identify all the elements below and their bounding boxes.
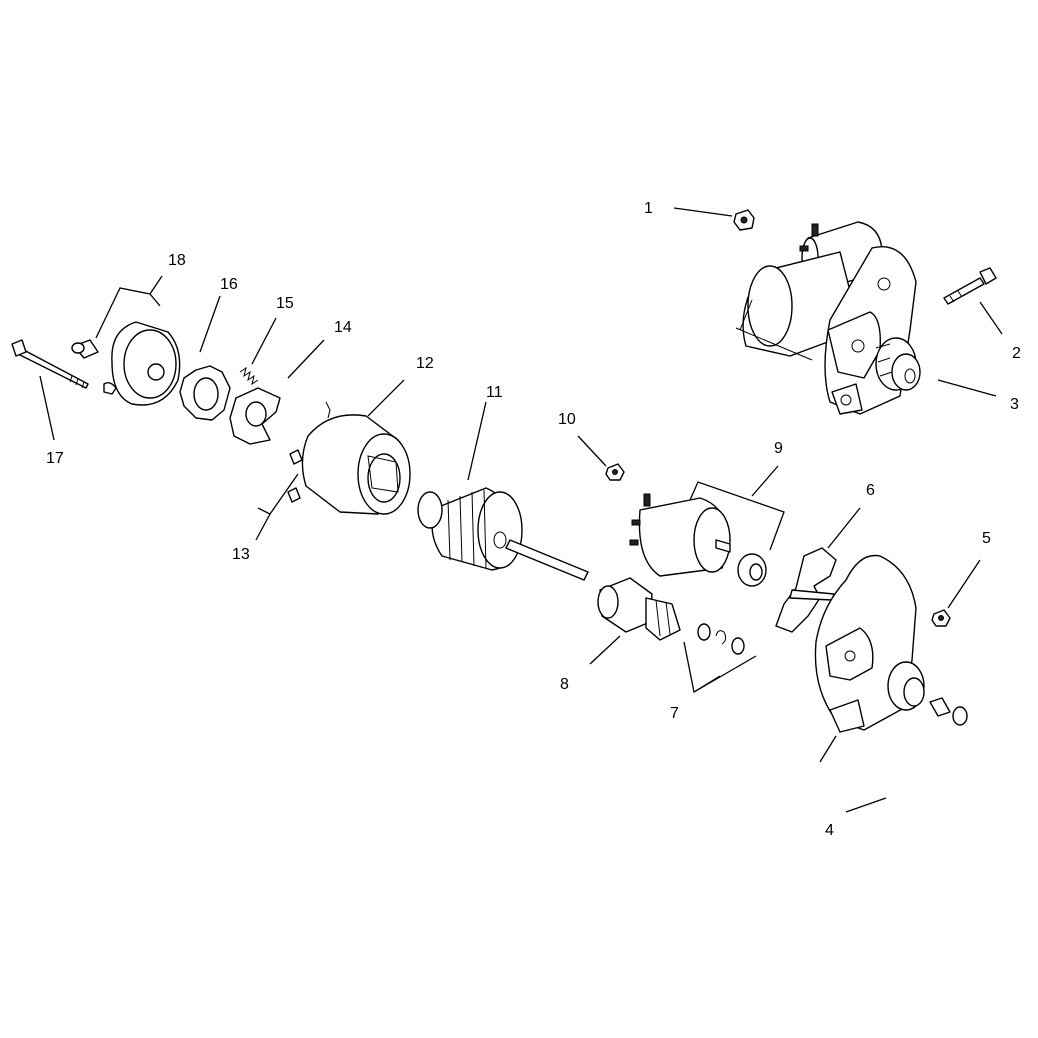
callout-14: 14 — [334, 319, 352, 336]
callout-15: 15 — [276, 295, 294, 312]
solenoid-part-9 — [629, 493, 767, 587]
armature-part-11 — [417, 487, 589, 581]
callout-6: 6 — [866, 482, 875, 499]
leader-6 — [827, 507, 861, 549]
callout-labels: 1 2 3 4 5 6 7 8 9 10 11 12 13 14 15 16 1… — [46, 200, 1021, 839]
callout-11: 11 — [486, 384, 503, 401]
plate-part-16 — [179, 365, 231, 421]
brushes-part-13 — [287, 401, 331, 503]
callout-18: 18 — [168, 252, 186, 269]
leader-15 — [251, 317, 277, 365]
leader-4-stem — [845, 797, 887, 813]
leader-18 — [95, 287, 161, 339]
leader-13-stem — [255, 513, 271, 541]
bolt-part-2 — [943, 267, 997, 305]
callout-17: 17 — [46, 450, 64, 467]
spring-part-15 — [239, 366, 259, 386]
callout-4: 4 — [825, 822, 834, 839]
leader-2 — [979, 301, 1003, 335]
leader-10 — [577, 435, 607, 467]
leader-14 — [287, 339, 325, 379]
rear-cover-part-18 — [71, 321, 181, 406]
leader-3 — [937, 379, 997, 397]
drive-pinion-part-8 — [597, 577, 681, 641]
callout-1: 1 — [644, 200, 653, 217]
callout-7: 7 — [670, 705, 679, 722]
leader-16 — [199, 295, 221, 353]
leader-17 — [39, 375, 55, 441]
leader-11 — [467, 401, 487, 481]
leader-5 — [947, 559, 981, 609]
callout-2: 2 — [1012, 345, 1021, 362]
leader-12 — [367, 379, 405, 417]
nut-part-10 — [605, 463, 625, 481]
callout-10: 10 — [558, 411, 576, 428]
nut-part-5 — [931, 609, 951, 627]
leader-8 — [589, 635, 621, 665]
callout-5: 5 — [982, 530, 991, 547]
leader-1 — [673, 207, 733, 217]
callout-13: 13 — [232, 546, 250, 563]
callout-3: 3 — [1010, 396, 1019, 413]
leader-4 — [819, 735, 837, 763]
leader-7-stem — [693, 675, 721, 693]
leader-18-stem — [149, 275, 163, 295]
callout-leaders — [39, 207, 1003, 813]
washers-part-7 — [697, 623, 745, 655]
leader-9 — [689, 481, 785, 551]
brush-holder-part-14 — [229, 387, 281, 445]
long-bolt-part-17 — [11, 339, 89, 389]
field-yoke-part-12 — [301, 414, 411, 515]
shift-lever-part-6 — [775, 547, 837, 633]
callout-8: 8 — [560, 676, 569, 693]
drive-housing-part-4 — [814, 554, 968, 733]
leader-7 — [683, 641, 757, 694]
callout-12: 12 — [416, 355, 434, 372]
nut-part-1 — [733, 209, 755, 231]
leader-9-stem — [751, 465, 779, 497]
callout-16: 16 — [220, 276, 238, 293]
callout-9: 9 — [774, 440, 783, 457]
assembled-starter-motor — [735, 221, 921, 415]
